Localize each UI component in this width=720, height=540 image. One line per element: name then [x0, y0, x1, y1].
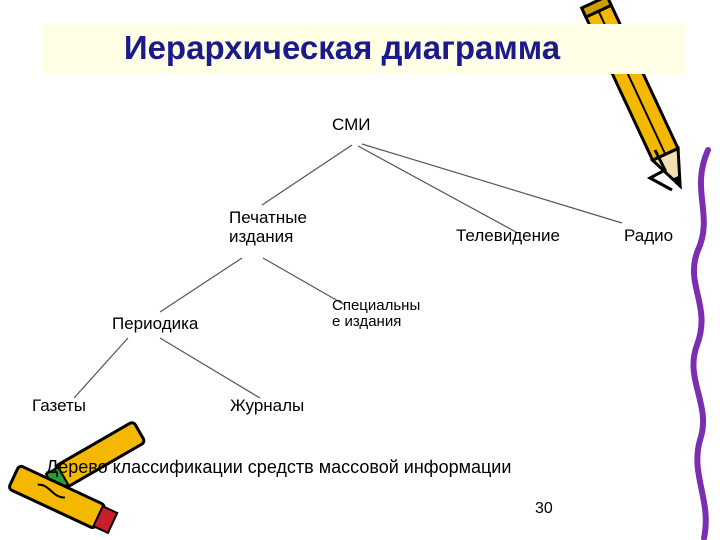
node-smi: СМИ	[332, 115, 371, 134]
node-print-line1: Печатные	[229, 208, 307, 227]
node-print-media: Печатные издания	[229, 208, 307, 246]
node-special-line2: е издания	[332, 313, 402, 330]
edge-smi-tv	[357, 145, 517, 233]
node-print-line2: издания	[229, 227, 294, 246]
edge-print-periodika	[159, 257, 243, 313]
node-tv: Телевидение	[456, 226, 560, 245]
slide-title: Иерархическая диаграмма	[123, 29, 561, 66]
title-band	[42, 24, 685, 74]
page-number: 30	[535, 500, 553, 517]
node-magazines: Журналы	[230, 396, 305, 415]
edge-periodika-newspapers	[73, 337, 129, 399]
slide-caption: Дерево классификации средств массовой ин…	[46, 457, 512, 477]
edge-smi-print	[261, 144, 353, 206]
node-newspapers: Газеты	[32, 396, 87, 415]
edge-print-special	[262, 257, 346, 306]
node-special: Специальны е издания	[332, 298, 420, 330]
node-radio: Радио	[624, 226, 674, 245]
node-special-line1: Специальны	[332, 297, 421, 314]
node-periodika: Периодика	[112, 314, 199, 333]
edge-smi-radio	[361, 143, 623, 224]
edge-periodika-magazines	[159, 337, 261, 399]
